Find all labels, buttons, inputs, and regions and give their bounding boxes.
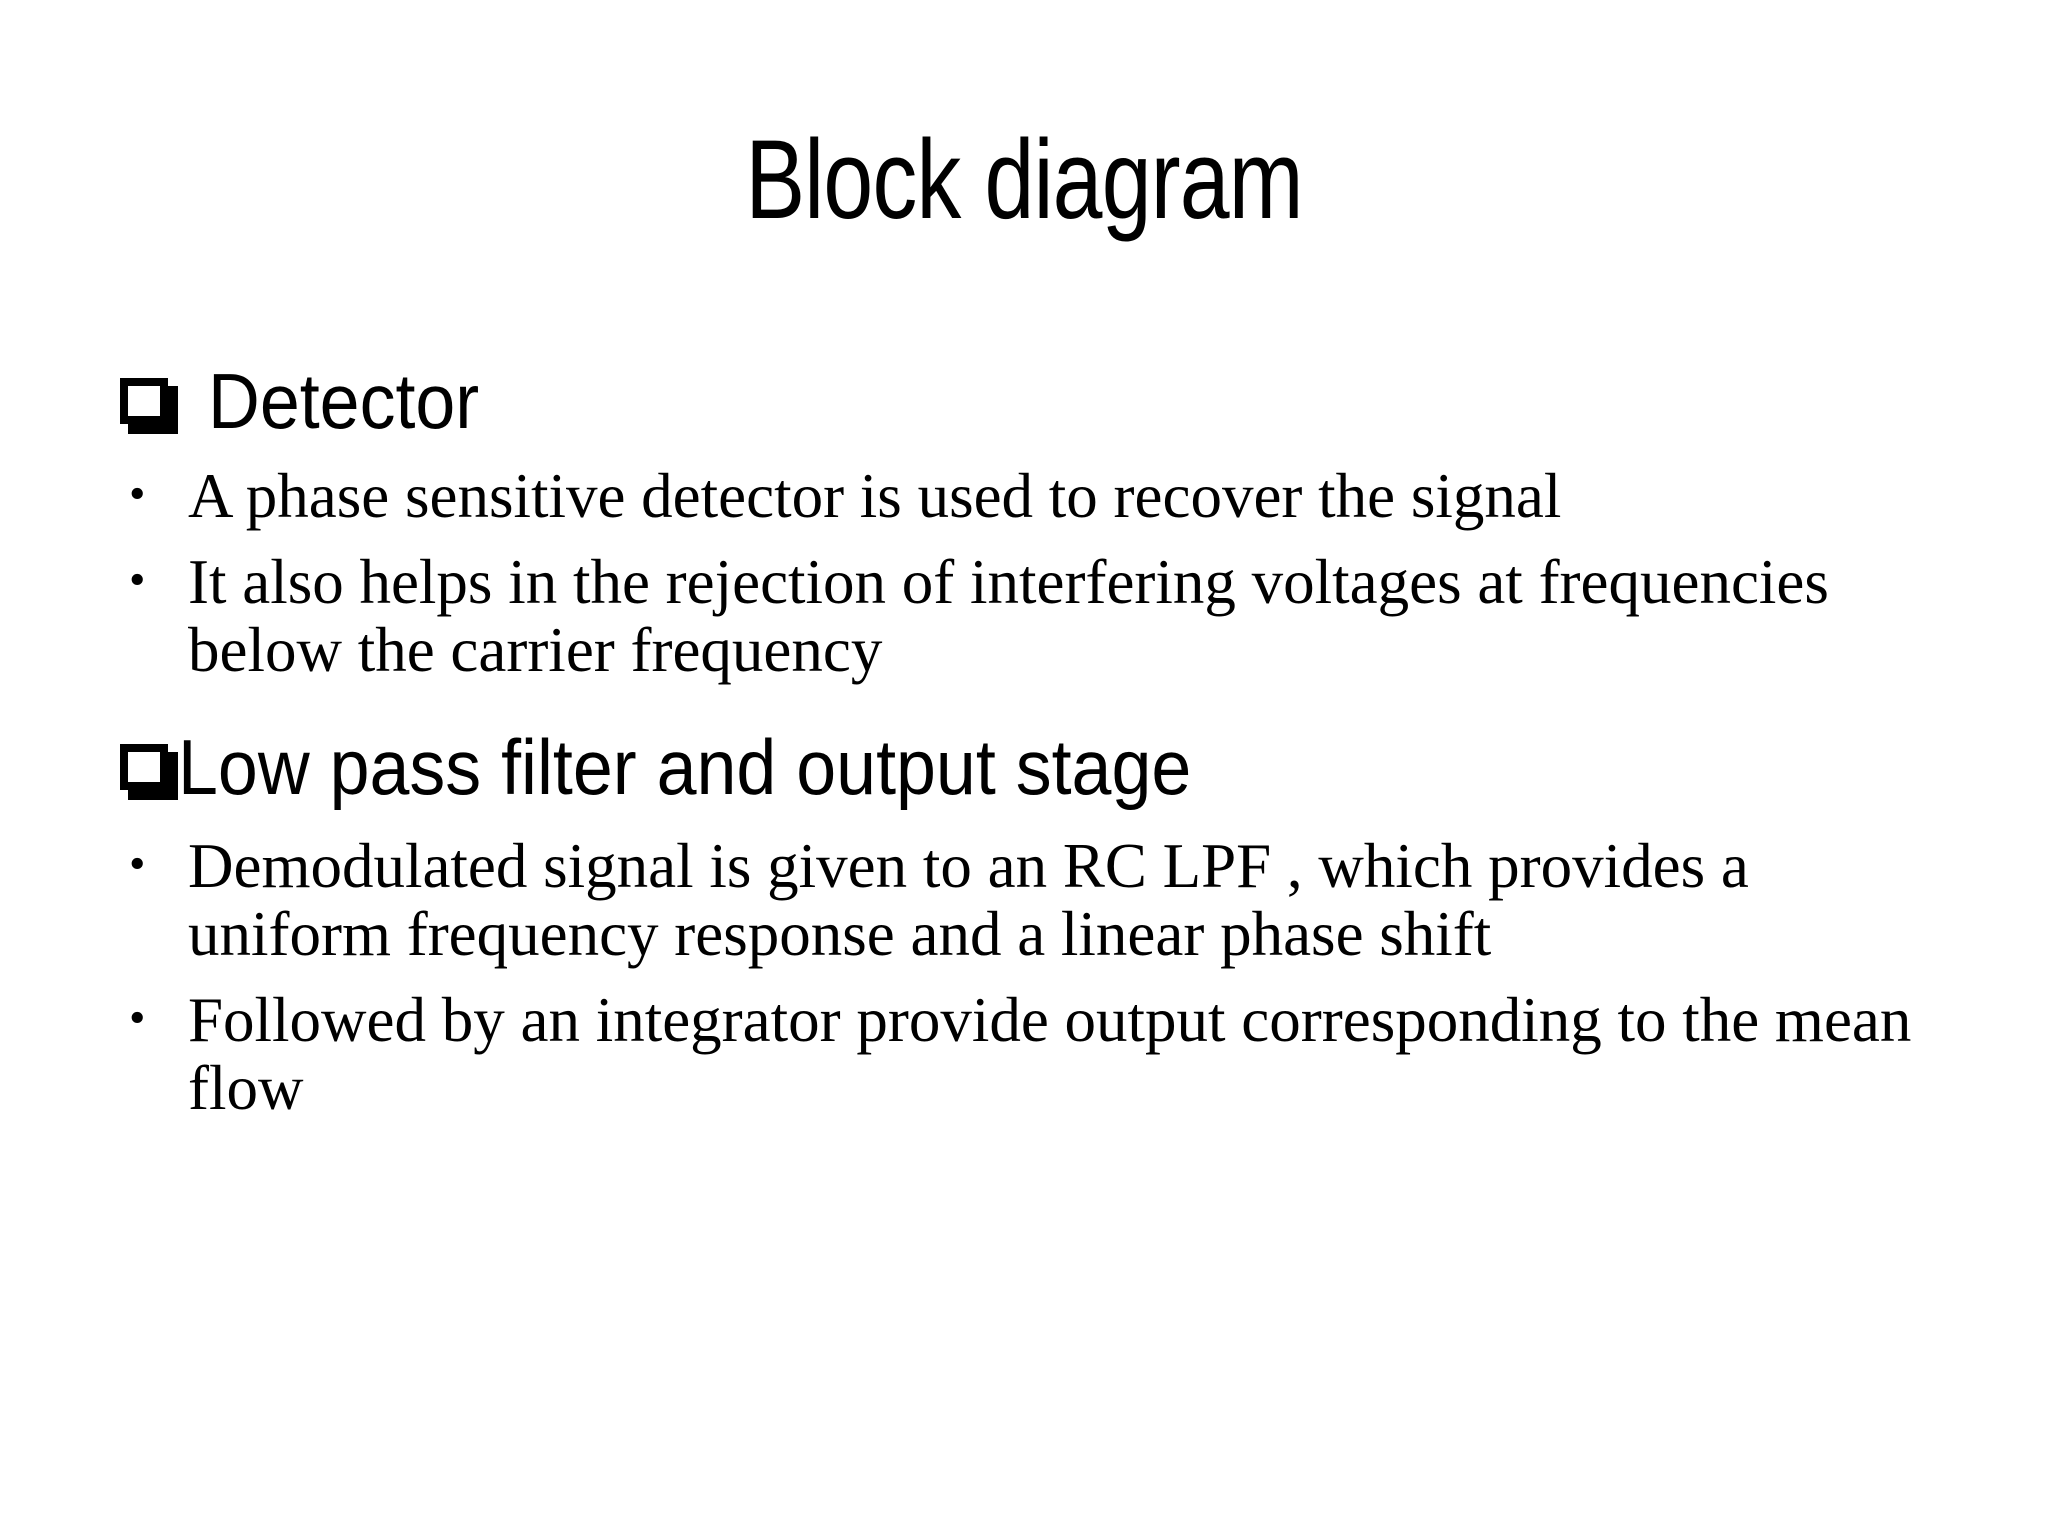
list-item: • It also helps in the rejection of inte…: [120, 548, 1930, 684]
dot-bullet-icon: •: [129, 992, 146, 1045]
list-item: • Demodulated signal is given to an RC L…: [120, 832, 1930, 968]
section-heading-label: Low pass filter and output stage: [178, 723, 1192, 812]
list-item-text: It also helps in the rejection of interf…: [188, 547, 1829, 686]
list-item-text: A phase sensitive detector is used to re…: [188, 461, 1562, 531]
list-item-text: Demodulated signal is given to an RC LPF…: [188, 831, 1749, 970]
shadowed-square-bullet-icon: [120, 744, 178, 801]
shadowed-square-bullet-icon: [120, 378, 178, 434]
dot-bullet-icon: •: [129, 554, 146, 607]
dot-bullet-icon: •: [129, 468, 146, 520]
list-item-text: Followed by an integrator provide output…: [188, 985, 1912, 1124]
dot-bullet-icon: •: [129, 838, 146, 891]
list-item: • Followed by an integrator provide outp…: [120, 986, 1930, 1122]
section-heading-low-pass-filter: Low pass filter and output stage: [120, 728, 1930, 806]
section-heading-label: Detector: [208, 357, 480, 445]
slide-body: Detector • A phase sensitive detector is…: [120, 362, 1930, 1122]
list-item: • A phase sensitive detector is used to …: [120, 462, 1930, 530]
section-heading-detector: Detector: [120, 362, 1930, 440]
page-title: Block diagram: [745, 117, 1303, 242]
